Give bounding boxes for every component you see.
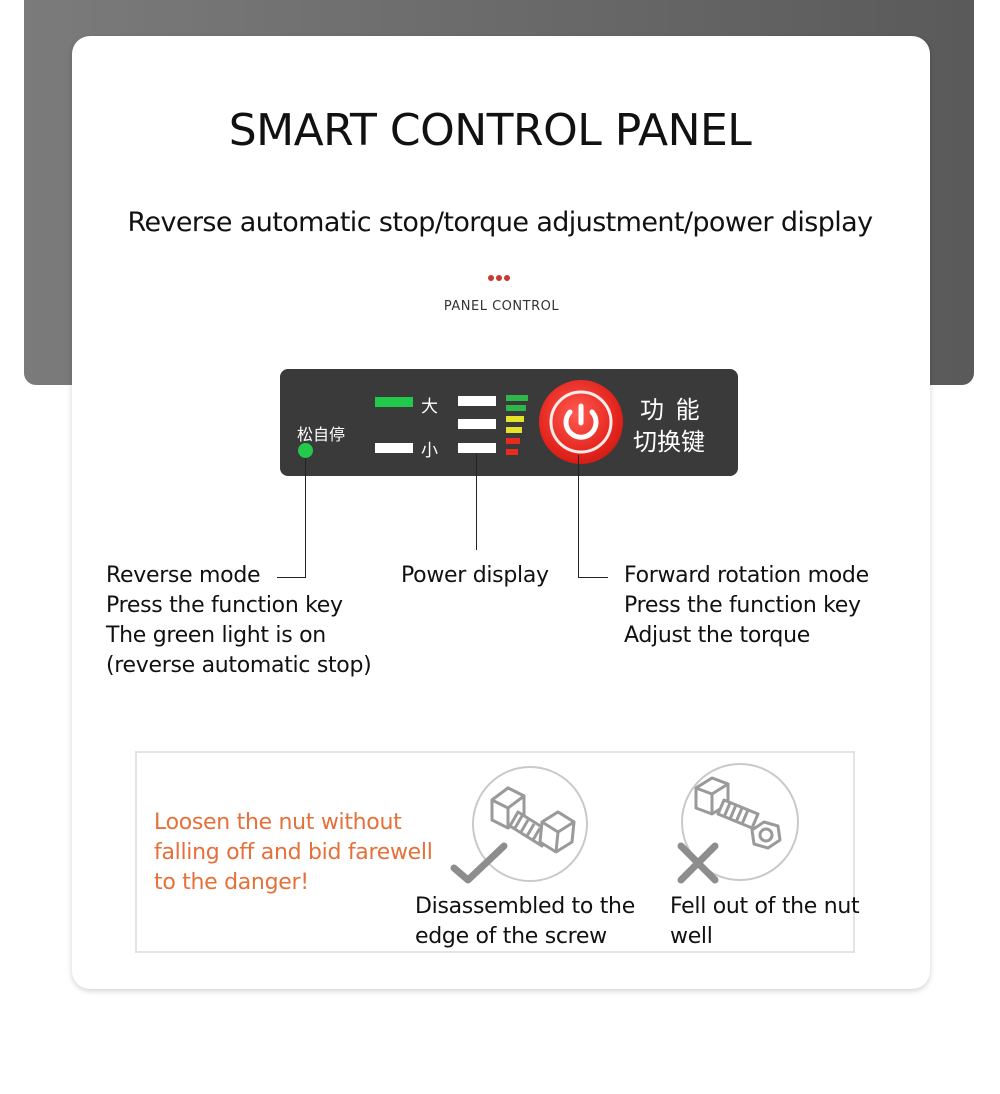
callout-line: Press the function key (624, 593, 861, 618)
headline-line: to the danger! (154, 870, 309, 895)
power-level-segment (506, 416, 524, 422)
power-level-segment (506, 438, 520, 444)
power-level-segment (506, 449, 518, 455)
bolt-with-fallen-nut-icon (681, 763, 799, 881)
torque-high-indicator (375, 397, 413, 407)
function-label-top: 功 能 (640, 396, 702, 424)
dot-icon (488, 275, 494, 281)
caption-line: well (670, 924, 713, 949)
headline-line: falling off and bid farewell (154, 840, 433, 865)
release-stop-label: 松自停 (297, 425, 346, 444)
page-subtitle: Reverse automatic stop/torque adjustment… (127, 207, 874, 238)
power-bar-1 (458, 396, 496, 406)
function-label-bottom: 切换键 (633, 428, 705, 456)
power-icon (549, 390, 613, 454)
headline-line: Loosen the nut without (154, 810, 402, 835)
good-caption: Disassembled to the edge of the screw (415, 892, 635, 952)
reverse-mode-callout: Reverse mode Press the function key The … (106, 561, 372, 681)
power-level-segment (506, 405, 526, 411)
check-mark-icon (450, 842, 508, 884)
caption-line: edge of the screw (415, 924, 607, 949)
power-level-segment (506, 427, 522, 433)
dot-icon (504, 275, 510, 281)
reverse-indicator-light (298, 443, 313, 458)
power-connector-line (476, 454, 477, 550)
power-bar-2 (458, 419, 496, 429)
decorative-dots (488, 266, 518, 281)
callout-line: The green light is on (106, 623, 326, 648)
panel-control-caption: PANEL CONTROL (443, 299, 560, 314)
forward-mode-callout: Forward rotation mode Press the function… (624, 561, 869, 651)
callout-line: Reverse mode (106, 563, 261, 588)
torque-low-indicator (375, 443, 413, 453)
dot-icon (496, 275, 502, 281)
torque-high-label: 大 (421, 397, 438, 417)
caption-line: Fell out of the nut (670, 894, 860, 919)
callout-line: Forward rotation mode (624, 563, 869, 588)
comparison-headline: Loosen the nut without falling off and b… (154, 808, 433, 898)
caption-line: Disassembled to the (415, 894, 635, 919)
callout-line: Press the function key (106, 593, 343, 618)
forward-connector-line (578, 577, 608, 578)
power-level-segment (506, 395, 528, 401)
forward-connector-line (578, 455, 579, 578)
bad-caption: Fell out of the nut well (670, 892, 860, 952)
bolt-with-nut-on-end-icon (472, 766, 588, 882)
callout-line: Adjust the torque (624, 623, 810, 648)
control-panel (280, 369, 738, 476)
reverse-connector-line (305, 458, 306, 578)
callout-line: (reverse automatic stop) (106, 653, 372, 678)
cross-mark-icon (677, 842, 719, 884)
function-key-button[interactable] (539, 380, 623, 464)
reverse-connector-line (277, 577, 306, 578)
callout-line: Power display (401, 563, 549, 588)
page-title: SMART CONTROL PANEL (228, 105, 752, 156)
power-display-callout: Power display (401, 561, 549, 591)
torque-low-label: 小 (421, 441, 438, 461)
power-bar-3 (458, 443, 496, 453)
